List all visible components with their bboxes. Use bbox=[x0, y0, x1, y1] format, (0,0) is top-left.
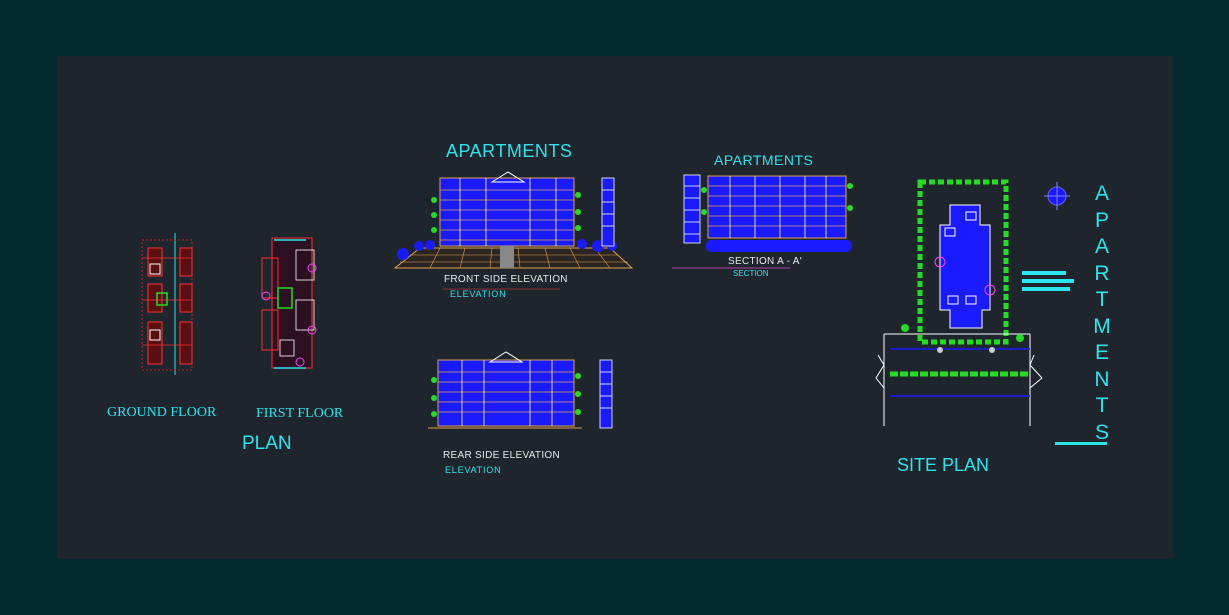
vertical-letter: S bbox=[1094, 420, 1109, 444]
plan-title: PLAN bbox=[242, 433, 292, 454]
front-elevation-sub: ELEVATION bbox=[450, 289, 507, 299]
vertical-letter: A bbox=[1094, 235, 1109, 258]
vertical-letter: N bbox=[1094, 367, 1110, 391]
section-a-a bbox=[672, 174, 853, 269]
rear-elevation-sub: ELEVATION bbox=[445, 465, 502, 475]
apartments-heading-section: APARTMENTS bbox=[714, 152, 814, 168]
site-plan-title: SITE PLAN bbox=[897, 455, 990, 475]
first-floor-plan bbox=[261, 237, 317, 369]
vertical-letter: A bbox=[1094, 182, 1109, 205]
apartments-heading-front: APARTMENTS bbox=[446, 141, 573, 161]
title-bars bbox=[1022, 271, 1107, 445]
vertical-letter: T bbox=[1095, 288, 1109, 311]
north-arrow-icon bbox=[1044, 182, 1070, 210]
ground-floor-label: GROUND FLOOR bbox=[107, 405, 217, 420]
front-elevation bbox=[393, 171, 634, 290]
vertical-letter: E bbox=[1094, 341, 1109, 364]
vertical-letter: P bbox=[1094, 208, 1109, 232]
site-plan bbox=[875, 179, 1043, 426]
ground-floor-plan bbox=[141, 233, 193, 375]
rear-elevation-title: REAR SIDE ELEVATION bbox=[443, 450, 561, 461]
section-title: SECTION A - A' bbox=[728, 256, 802, 267]
vertical-letter: M bbox=[1093, 314, 1111, 338]
vertical-letter: R bbox=[1094, 261, 1110, 285]
rear-elevation bbox=[428, 351, 613, 429]
vertical-apartments-title: A P A R T M E N T S bbox=[1087, 181, 1117, 446]
first-floor-label: FIRST FLOOR bbox=[256, 406, 344, 421]
section-sub: SECTION bbox=[733, 269, 769, 278]
vertical-letter: T bbox=[1095, 394, 1109, 417]
front-elevation-title: FRONT SIDE ELEVATION bbox=[444, 274, 568, 285]
